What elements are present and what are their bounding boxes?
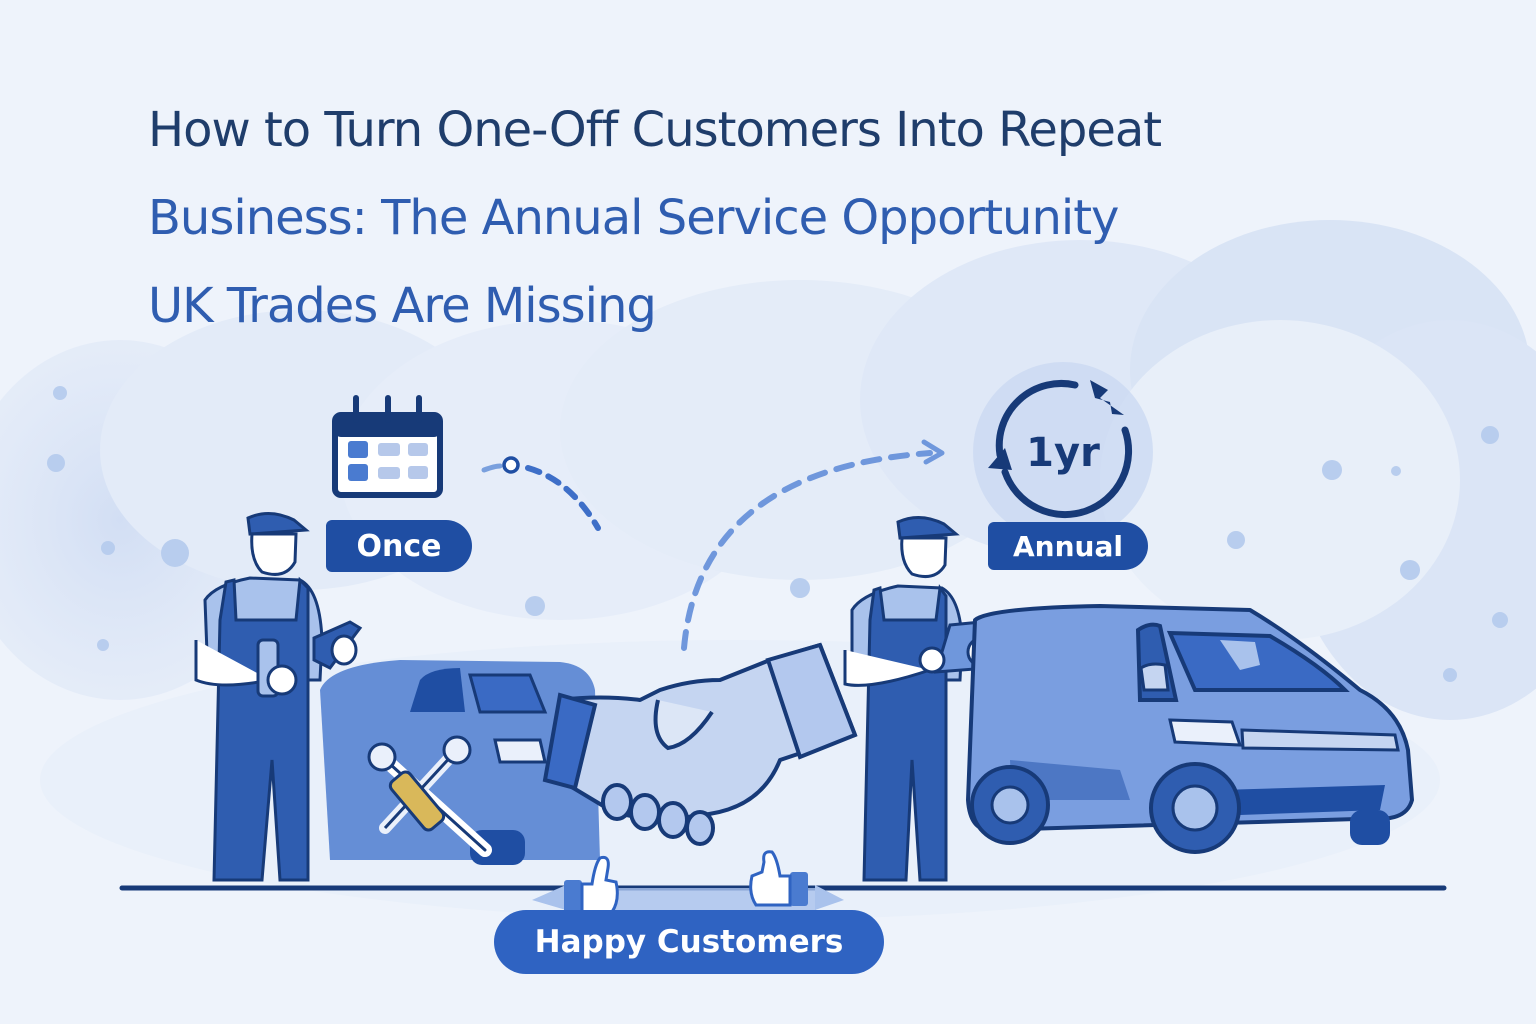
headline-line-1: How to Turn One-Off Customers Into Repea…	[148, 102, 1162, 158]
calendar-icon	[332, 395, 443, 498]
handshake-icon	[542, 642, 858, 846]
once-label: Once	[356, 528, 442, 564]
headline-line-3: UK Trades Are Missing	[148, 278, 657, 334]
happy-customers-label: Happy Customers	[534, 924, 844, 960]
happy-customers-banner: Happy Customers	[494, 910, 884, 974]
headline-line-2: Business: The Annual Service Opportunity	[148, 190, 1119, 246]
van-front-wheel	[1149, 762, 1241, 854]
headline: How to Turn One-Off Customers Into Repea…	[148, 86, 1408, 350]
thumbs-up-icon-left	[564, 856, 619, 914]
svg-text:1yr: 1yr	[1026, 430, 1100, 476]
annual-cycle-icon: 1yr	[973, 362, 1153, 542]
dashed-arrow-annual	[681, 439, 945, 651]
van-rear-wheel	[970, 765, 1050, 845]
annual-label: Annual	[1013, 529, 1123, 563]
tools-icon	[367, 735, 492, 857]
annual-label-badge: Annual	[988, 522, 1148, 570]
left-worker	[194, 512, 363, 882]
service-van	[966, 604, 1414, 854]
thumbs-up-icon-right	[749, 850, 808, 907]
dashed-arrow-once	[481, 456, 601, 531]
once-label-badge: Once	[326, 520, 472, 572]
